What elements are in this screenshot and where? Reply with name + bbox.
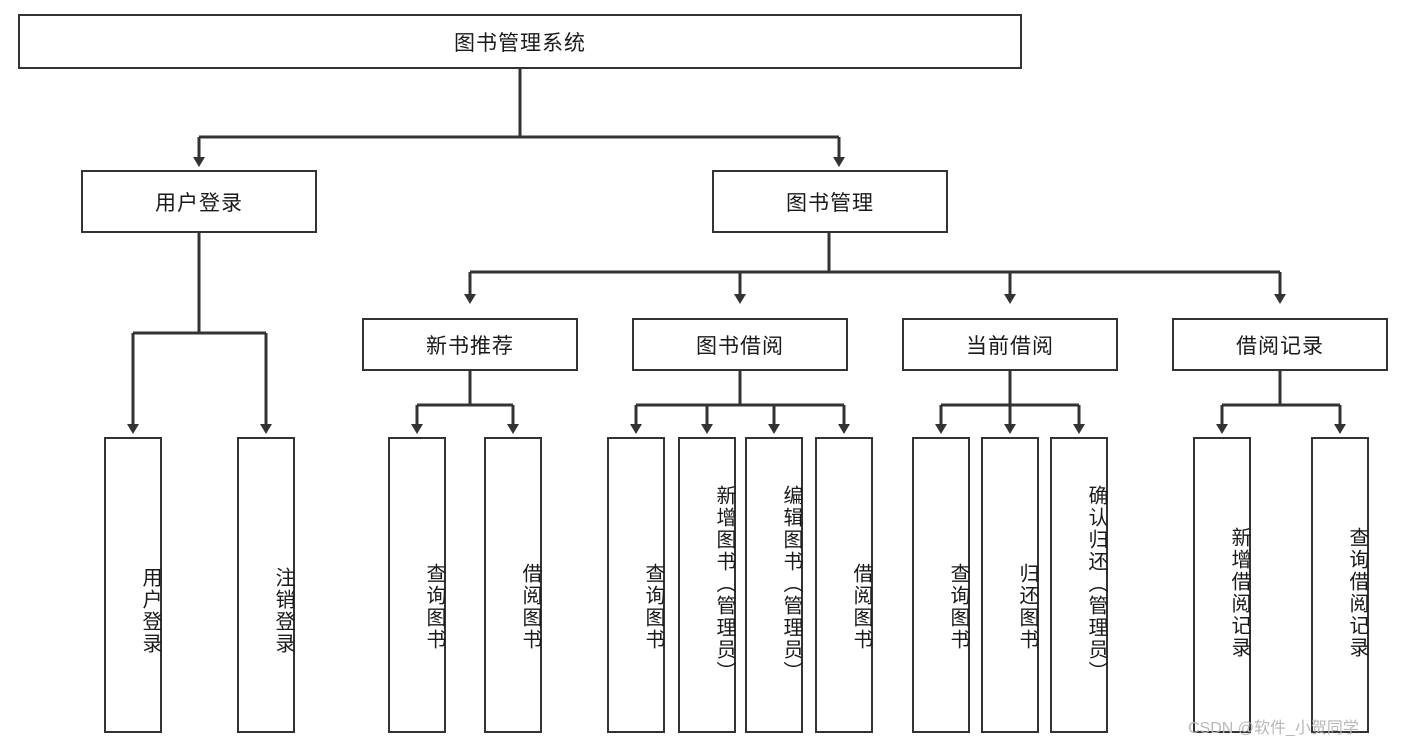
node-label: 用户登录 [155, 191, 243, 215]
leaf-borrow-book-recommend[interactable]: 借阅图书 [484, 437, 542, 733]
node-label: 查询借阅记录 [1346, 527, 1368, 659]
node-label: 借阅图书 [850, 563, 872, 651]
node-label: 查询图书 [947, 563, 969, 651]
leaf-query-book-borrow[interactable]: 查询图书 [607, 437, 665, 733]
leaf-borrow-book[interactable]: 借阅图书 [815, 437, 873, 733]
leaf-query-book-recommend[interactable]: 查询图书 [388, 437, 446, 733]
node-label: 确认归还（管理员） [1085, 485, 1107, 683]
node-book-management[interactable]: 图书管理 [712, 170, 948, 233]
node-label: 图书管理系统 [454, 31, 586, 55]
node-label: 新增借阅记录 [1228, 527, 1250, 659]
leaf-logout[interactable]: 注销登录 [237, 437, 295, 733]
node-label: 当前借阅 [966, 334, 1054, 358]
node-label: 图书管理 [786, 191, 874, 215]
leaf-query-book-current[interactable]: 查询图书 [912, 437, 970, 733]
watermark: CSDN @软件_小贺同学 [1188, 720, 1359, 737]
leaf-edit-book-admin[interactable]: 编辑图书（管理员） [745, 437, 803, 733]
node-label: 新增图书（管理员） [713, 485, 735, 683]
node-book-borrow[interactable]: 图书借阅 [632, 318, 848, 371]
node-label: 编辑图书（管理员） [780, 485, 802, 683]
node-label: 图书借阅 [696, 334, 784, 358]
node-label: 归还图书 [1016, 563, 1038, 651]
leaf-user-login[interactable]: 用户登录 [104, 437, 162, 733]
node-label: 借阅记录 [1236, 334, 1324, 358]
node-borrow-record[interactable]: 借阅记录 [1172, 318, 1388, 371]
node-root-system[interactable]: 图书管理系统 [18, 14, 1022, 69]
node-label: 查询图书 [423, 563, 445, 651]
node-new-book-recommend[interactable]: 新书推荐 [362, 318, 578, 371]
node-label: 新书推荐 [426, 334, 514, 358]
node-label: 借阅图书 [519, 563, 541, 651]
leaf-query-borrow-record[interactable]: 查询借阅记录 [1311, 437, 1369, 733]
leaf-add-book-admin[interactable]: 新增图书（管理员） [678, 437, 736, 733]
node-label: 查询图书 [642, 563, 664, 651]
leaf-return-book[interactable]: 归还图书 [981, 437, 1039, 733]
leaf-add-borrow-record[interactable]: 新增借阅记录 [1193, 437, 1251, 733]
node-user-login[interactable]: 用户登录 [81, 170, 317, 233]
node-current-borrow[interactable]: 当前借阅 [902, 318, 1118, 371]
node-label: 用户登录 [139, 567, 161, 655]
node-label: 注销登录 [272, 567, 294, 655]
leaf-confirm-return-admin[interactable]: 确认归还（管理员） [1050, 437, 1108, 733]
